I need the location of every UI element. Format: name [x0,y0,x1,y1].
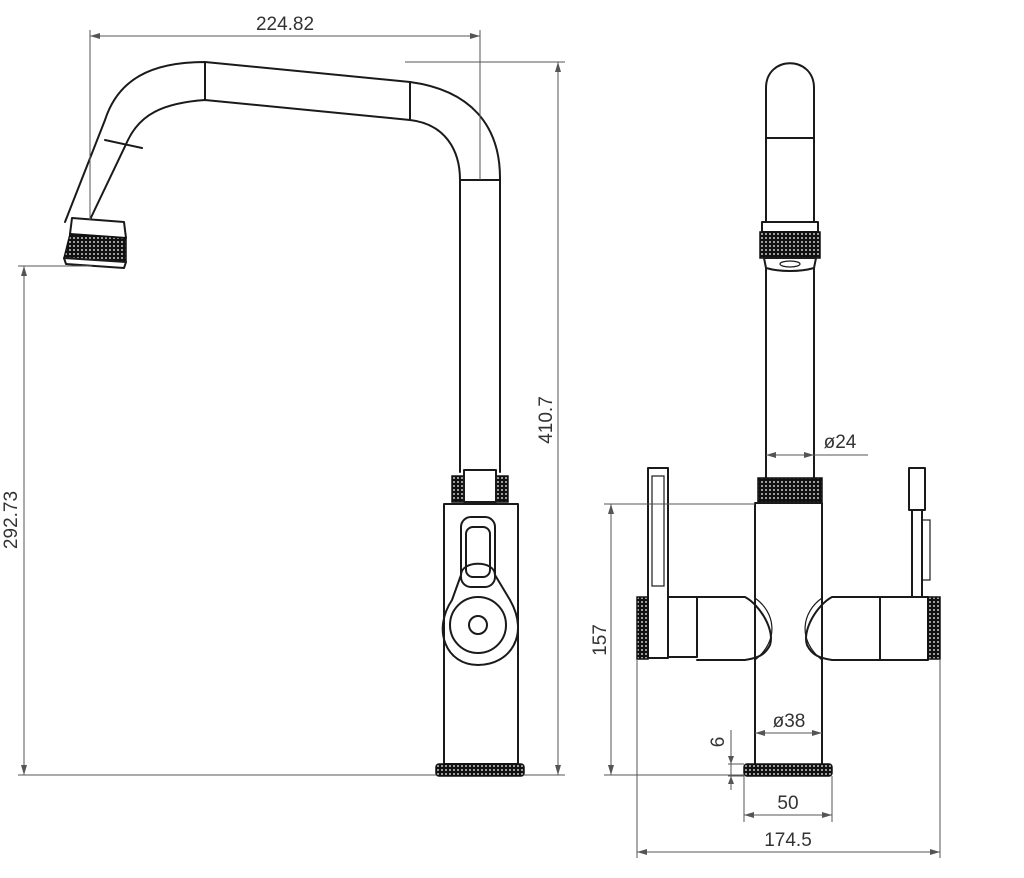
front-aerator-knurl [759,231,821,259]
dim-total-height: 410.7 [405,61,565,776]
dim-body-height: 157 [590,503,755,776]
front-aerator-nozzle [779,260,801,268]
collar-knurl-right [495,475,509,503]
right-cap-knurl [927,596,941,660]
right-lever-stem [911,509,923,601]
spout-inner-contour [85,99,461,473]
outlet-height-label: 292.73 [1,491,22,549]
right-valve-cut [804,597,823,661]
body-diameter-label: ø38 [773,711,806,732]
dim-outlet-height: 292.73 [1,265,436,776]
right-lever-side [921,519,931,581]
lever-hub [468,615,488,635]
total-width-label: 174.5 [764,830,812,851]
front-collar-knurl [757,477,823,503]
handle-lever [441,562,520,666]
left-lever-plate [647,467,669,659]
left-cap-knurl [636,596,649,660]
body-height-label: 157 [590,624,611,656]
front-view: ø24 157 ø38 6 [590,62,941,858]
left-cap-body [667,596,698,658]
side-view: 224.82 410.7 292.73 [1,14,565,777]
right-cap-body [879,596,929,661]
spout-joint-4 [104,139,143,149]
collar-neck [463,469,497,503]
collar-knurl-left [451,475,465,503]
front-aerator-ring [761,221,819,233]
dim-body-diameter: ø38 [755,711,822,736]
handle-slot-inner [465,526,491,578]
dim-total-width: 174.5 [636,660,941,858]
spout-diameter-label: ø24 [824,432,857,453]
spout-reach-label: 224.82 [256,14,314,35]
left-lever-inner [651,475,665,587]
left-valve-cut [754,597,773,661]
base-diameter-label: 50 [777,793,798,814]
dim-base-thickness: 6 [708,730,744,790]
right-valve-arm [805,596,881,661]
total-height-label: 410.7 [536,396,557,444]
front-spout-tube [765,62,815,479]
dim-base-diameter: 50 [743,776,833,822]
left-valve-arm [696,596,772,661]
spout-outer-contour [64,61,501,473]
right-lever-top [908,467,926,511]
dim-spout-reach: 224.82 [89,14,481,220]
aerator-tip [63,257,127,269]
dim-spout-diameter: ø24 [766,432,868,458]
front-base-knurl [743,763,833,777]
front-aerator-outlet [763,257,817,272]
side-base-knurl [435,763,525,777]
front-body [754,502,823,776]
handle-slot-outer [460,516,496,588]
lever-ring [449,596,507,654]
base-thickness-label: 6 [708,737,729,748]
